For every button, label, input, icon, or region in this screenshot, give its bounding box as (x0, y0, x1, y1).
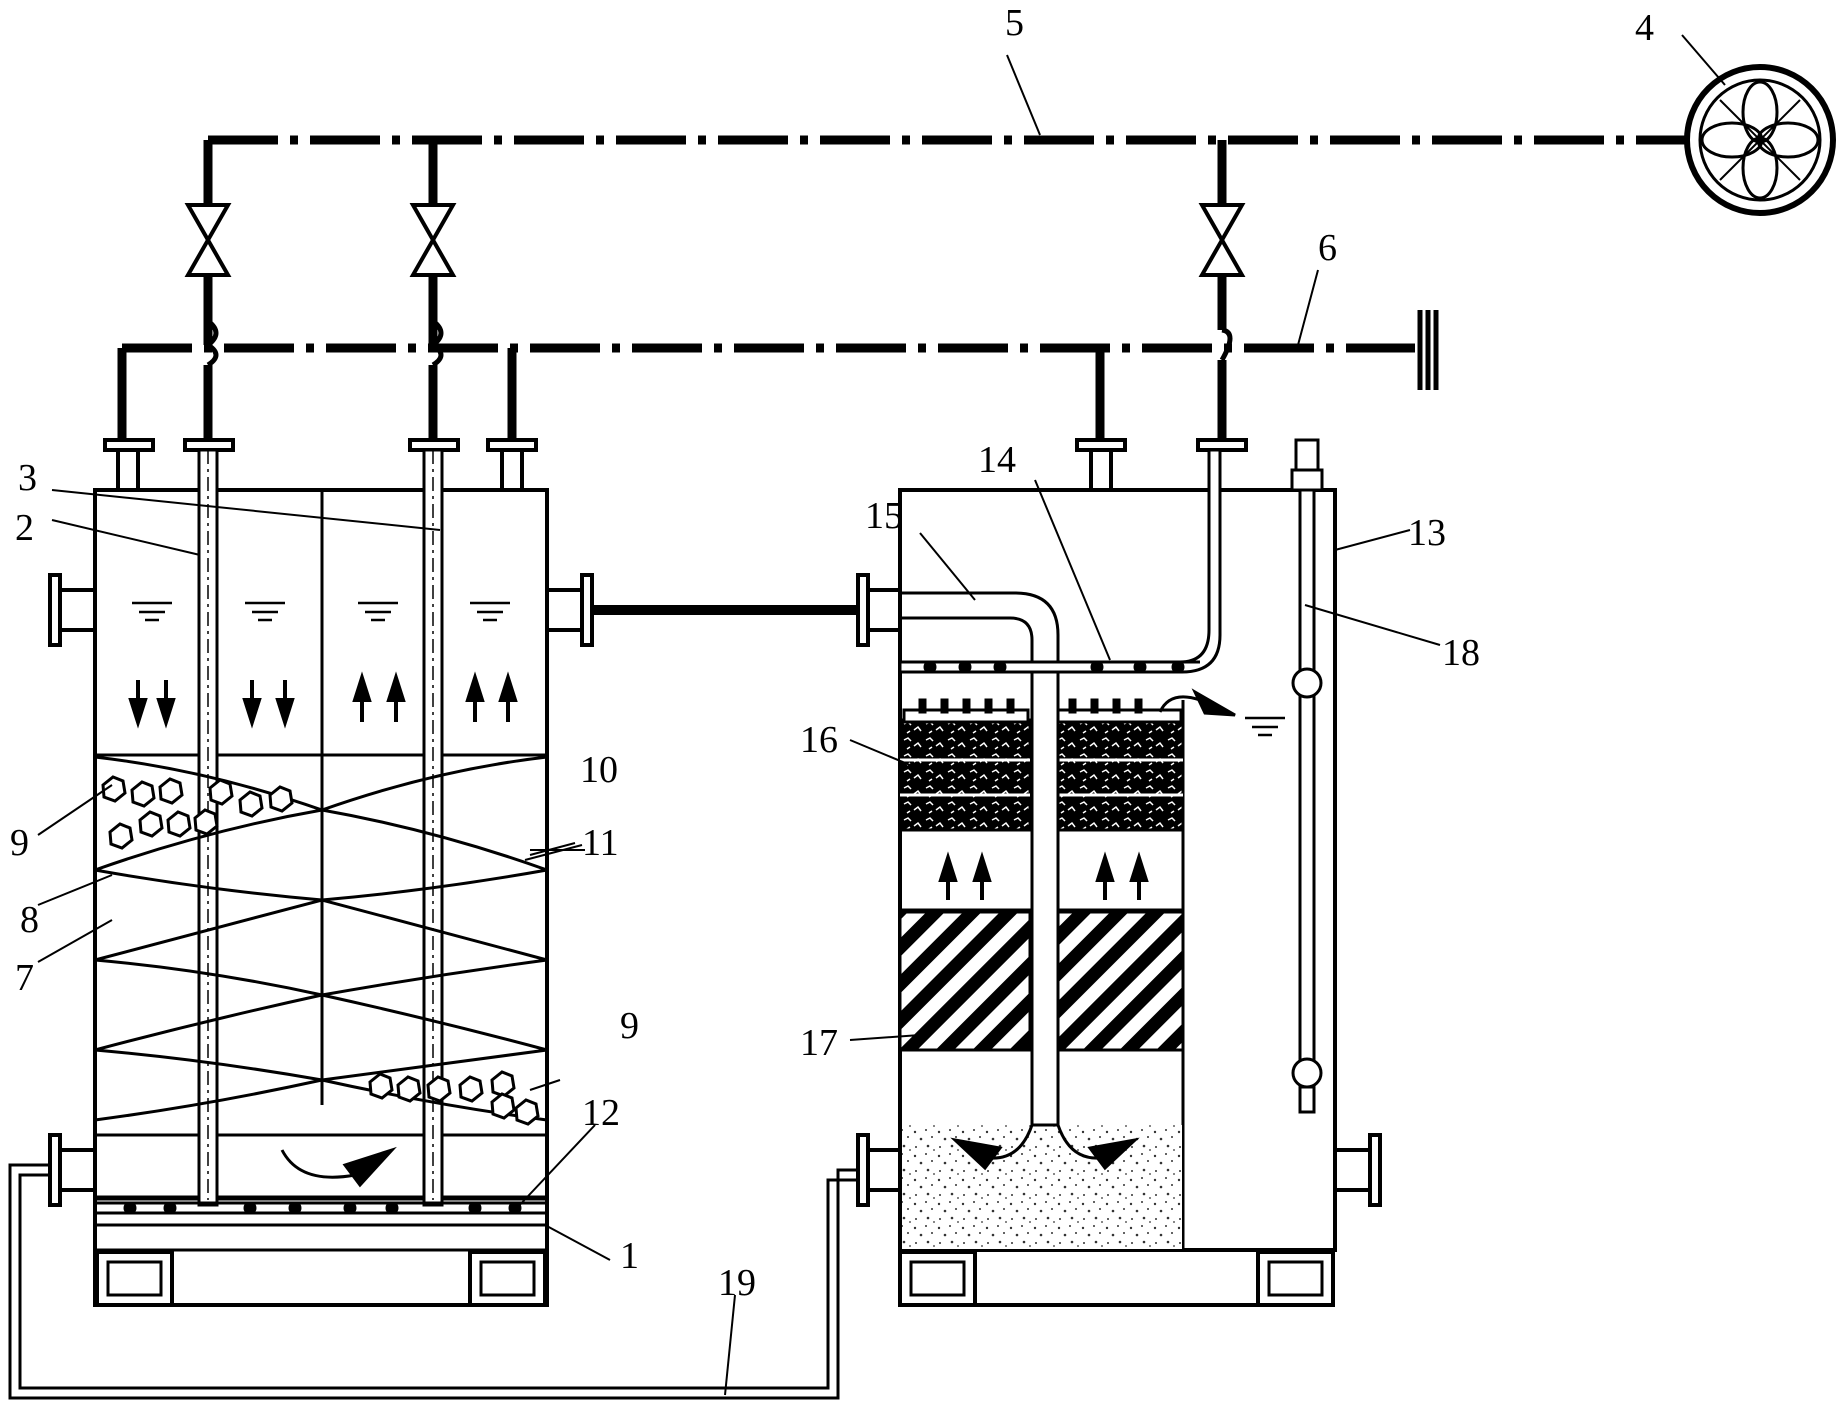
water-level-icon (132, 601, 510, 622)
aeration-tube-centerline (207, 450, 434, 1200)
overflow-arrow (1158, 688, 1236, 717)
valve-icon[interactable] (409, 203, 457, 277)
outflow-arrows (950, 1124, 1140, 1171)
label-16: 16 (800, 719, 838, 761)
backwash-air-pipe (898, 448, 1222, 674)
label-10: 10 (580, 749, 618, 791)
valve-icon[interactable] (184, 203, 232, 277)
label-4: 4 (1635, 7, 1654, 49)
blower-fan-icon (1684, 64, 1836, 216)
label-8: 8 (20, 899, 39, 941)
carrier-particles-top (101, 775, 294, 850)
exhaust-outlet-icon (1417, 310, 1439, 390)
side-nozzles-left-reactor (48, 573, 594, 1207)
exhaust-branches (117, 348, 1105, 440)
support-layer (898, 910, 1185, 1052)
air-branch-pipes (203, 140, 1227, 440)
water-level-icon (1245, 716, 1285, 737)
flow-arrows-down (128, 680, 295, 729)
label-12: 12 (582, 1092, 620, 1134)
label-5: 5 (1005, 2, 1024, 44)
side-nozzles-right-reactor (856, 573, 1382, 1207)
branch-crossover-bumps (206, 319, 1233, 368)
label-15: 15 (865, 495, 903, 537)
label-2: 2 (15, 507, 34, 549)
spiral-carrier (94, 755, 548, 1122)
bottom-diffuser-pipe (95, 1201, 547, 1215)
label-17: 17 (800, 1022, 838, 1064)
label-19: 19 (718, 1262, 756, 1304)
leader-lines (37, 34, 1726, 1396)
label-13: 13 (1408, 512, 1446, 554)
label-3: 3 (18, 457, 37, 499)
label-6: 6 (1318, 227, 1337, 269)
carrier-particles-bottom (368, 1070, 540, 1126)
filter-nozzles (902, 698, 1183, 724)
flow-arrows-up (352, 671, 518, 722)
top-flanges (103, 438, 1248, 492)
label-11: 11 (582, 822, 619, 864)
valve-icon[interactable] (1198, 203, 1246, 277)
level-gauge (1290, 438, 1324, 1114)
circulation-arrow (280, 1146, 397, 1188)
sludge-return-pipe (8, 1163, 858, 1400)
label-14: 14 (978, 439, 1016, 481)
label-7: 7 (15, 957, 34, 999)
label-1: 1 (620, 1235, 639, 1277)
label-9a: 9 (10, 822, 29, 864)
callout-labels: 1 2 3 4 5 6 7 8 9 9 10 11 12 13 14 15 16… (10, 2, 1654, 1304)
inlet-pipe (898, 591, 1060, 1127)
filter-media-layer (898, 718, 1185, 832)
label-18: 18 (1442, 632, 1480, 674)
sludge-zone (902, 1125, 1182, 1249)
label-9b: 9 (620, 1005, 639, 1047)
flow-arrows-up (938, 851, 1149, 900)
